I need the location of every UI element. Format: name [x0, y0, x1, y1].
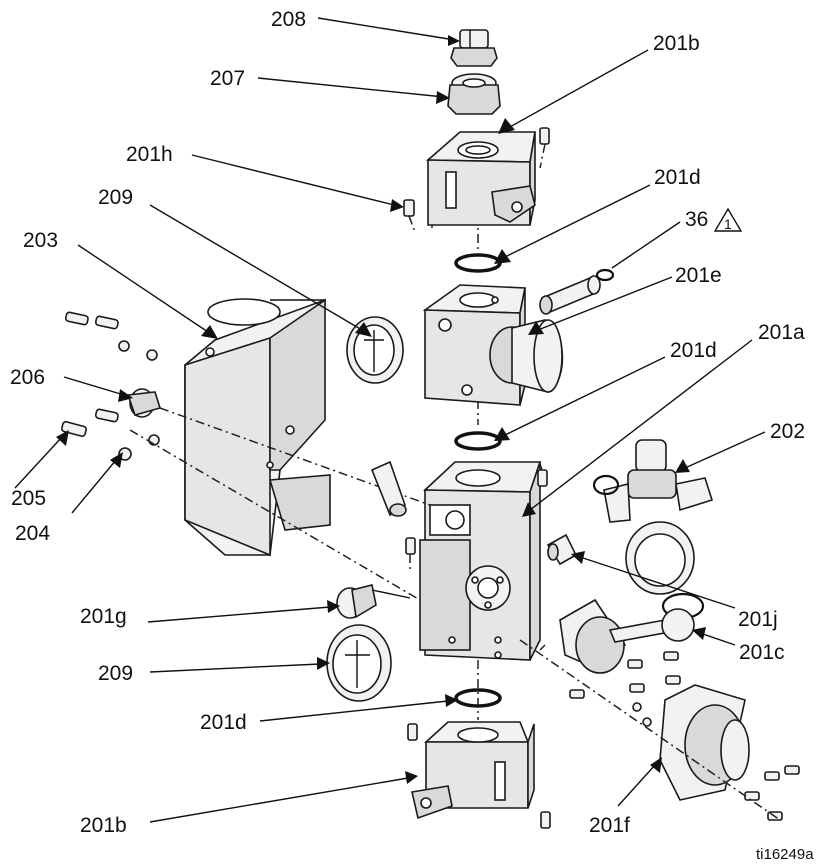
callout-201b-bottom: 201b: [80, 814, 127, 837]
part-201d-o-ring-middle: [454, 431, 502, 451]
callout-36: 36: [685, 208, 708, 231]
part-207-hex-nut: [447, 73, 501, 115]
callout-209-top: 209: [98, 186, 133, 209]
callout-205: 205: [11, 487, 46, 510]
callout-201b-top: 201b: [653, 32, 700, 55]
callout-201h: 201h: [126, 143, 173, 166]
part-203-bracket: [184, 298, 331, 557]
callout-209-bottom: 209: [98, 662, 133, 685]
part-201c-handle-valve: [539, 598, 695, 699]
part-201b-bottom-block: [407, 721, 551, 829]
callout-201a: 201a: [758, 321, 805, 344]
callout-201d-upper: 201d: [654, 166, 701, 189]
warning-triangle-icon: 1: [713, 207, 743, 232]
part-201a-manifold: [405, 457, 548, 661]
part-209-gauge-bottom: [326, 624, 392, 702]
callout-201c: 201c: [739, 641, 785, 664]
part-36-relief-valve: [539, 268, 615, 315]
callout-201d-lower: 201d: [200, 711, 247, 734]
callout-206: 206: [10, 366, 45, 389]
part-fasteners-left: [60, 311, 431, 601]
callout-201e: 201e: [675, 264, 722, 287]
part-201e-regulator-body: [422, 284, 564, 406]
callout-204: 204: [15, 522, 50, 545]
callout-201d-middle: 201d: [670, 339, 717, 362]
part-elbow-fitting: [370, 460, 407, 517]
part-201g-plug: [336, 584, 411, 619]
part-209-gauge-top: [346, 316, 404, 384]
callout-203: 203: [23, 229, 58, 252]
figure-id: ti16249a: [756, 846, 814, 863]
callout-207: 207: [210, 67, 245, 90]
part-201d-o-ring-lower: [454, 688, 502, 708]
callout-208: 208: [271, 8, 306, 31]
part-201j-fitting: [546, 533, 578, 566]
part-201d-o-ring-upper: [454, 253, 502, 273]
part-201f-cylinder: [519, 639, 800, 821]
callout-201f: 201f: [589, 814, 630, 837]
leader-lines: [14, 17, 766, 823]
part-201b-top-block: [403, 127, 550, 233]
warning-number: 1: [724, 216, 732, 232]
callout-202: 202: [770, 420, 805, 443]
callout-201j: 201j: [738, 608, 778, 631]
part-202-regulator-assembly: [592, 439, 714, 620]
part-208-fitting: [450, 29, 498, 67]
callout-201g: 201g: [80, 605, 127, 628]
